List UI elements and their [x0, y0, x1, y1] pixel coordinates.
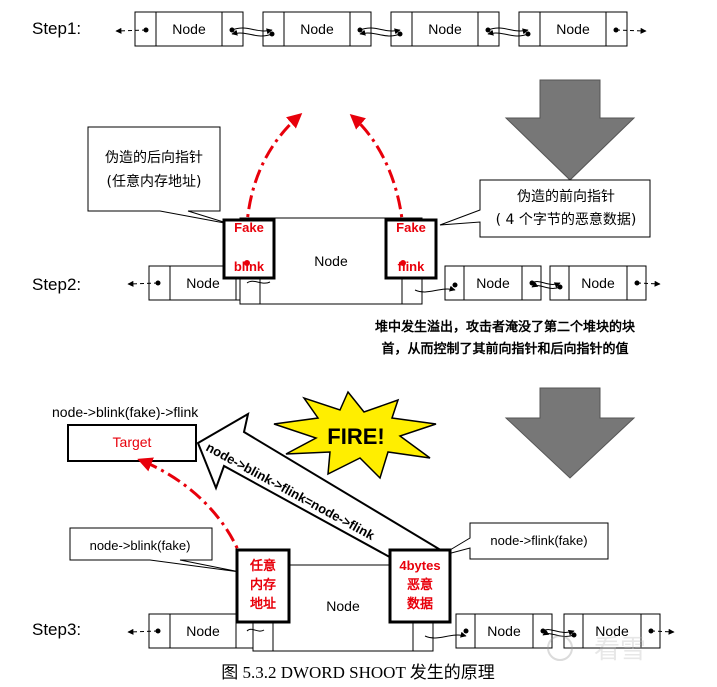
flink-pointer-arrow — [650, 628, 675, 635]
flink-pointer-arrow — [615, 27, 647, 34]
node-box: Node — [518, 11, 628, 47]
target-label: Target — [113, 434, 152, 450]
blink-pointer-arrow — [127, 628, 159, 635]
callout-text: 伪造的前向指针 — [517, 188, 615, 205]
node-label: Node — [487, 623, 521, 639]
callout-text: node->blink(fake) — [90, 538, 191, 553]
step3-label: Step3: — [32, 620, 81, 639]
node-box: Node — [148, 265, 258, 301]
node-label: Node — [556, 21, 590, 37]
blink-box-text: 地址 — [250, 596, 276, 612]
node-label: Node — [186, 623, 220, 639]
callout-text: node->flink(fake) — [490, 533, 587, 548]
top-formula: node->blink(fake)->flink — [52, 404, 199, 420]
pointer-arrow — [246, 280, 271, 284]
node-label: Node — [300, 21, 334, 37]
step2-linked-list: Node Node Fake blink Fake flink Node — [127, 217, 661, 305]
blink-pointer-arrow — [127, 280, 159, 287]
overflow-note: 首，从而控制了其前向指针和后向指针的值 — [381, 341, 628, 357]
blink-pointer-arrow — [487, 29, 529, 37]
blink-pointer-arrow — [115, 27, 147, 34]
fire-label: FIRE! — [327, 424, 384, 449]
node-label: Node — [428, 21, 462, 37]
watermark-text: 看雪 — [594, 635, 646, 665]
blink-pointer-arrow — [542, 629, 575, 637]
node-box: Node — [134, 11, 244, 47]
fake-blink-text: blink — [234, 259, 265, 274]
node-box: Node — [549, 265, 647, 301]
flink-box-text: 数据 — [407, 596, 433, 612]
step3-linked-list: Node Node 任意 内存 地址 4bytes 恶意 数据 Node — [127, 548, 675, 652]
node-label: Node — [172, 21, 206, 37]
flink-pointer-arrow — [231, 27, 273, 35]
blink-box-text: 任意 — [249, 558, 276, 574]
down-arrow-icon — [504, 387, 636, 479]
step2-label: Step2: — [32, 275, 81, 294]
node-box: Node — [455, 613, 553, 649]
flink-box-text: 4bytes — [399, 558, 440, 573]
callout-text: (任意内存地址) — [107, 173, 202, 190]
malicious-data-box: 4bytes 恶意 数据 — [388, 548, 452, 624]
callout-fake-flink: 伪造的前向指针 ( 4 个字节的恶意数据) — [439, 179, 651, 238]
arbitrary-address-box: 任意 内存 地址 — [235, 548, 291, 624]
fake-flink-text: Fake — [396, 220, 426, 235]
pointer-arrow — [246, 628, 265, 632]
overflow-note: 堆中发生溢出，攻击者淹没了第二个堆块的块 — [375, 319, 636, 335]
pointer-arrow — [414, 285, 456, 293]
fire-starburst: FIRE! — [273, 390, 437, 480]
flink-box-text: 恶意 — [407, 577, 433, 593]
node-label: Node — [595, 623, 629, 639]
node-box: Node — [563, 613, 661, 649]
node-box: Node — [444, 265, 542, 301]
pointer-arrow — [424, 631, 467, 639]
fake-flink-box: Fake flink — [384, 218, 438, 280]
flink-pointer-arrow — [359, 27, 401, 35]
callout-node-flink: node->flink(fake) — [439, 522, 609, 560]
down-arrow-icon — [504, 79, 636, 181]
blink-box-text: 内存 — [250, 577, 276, 593]
node-label: Node — [186, 275, 220, 291]
flink-pointer-arrow — [487, 27, 529, 35]
node-label: Node — [326, 598, 360, 614]
node-label: Node — [476, 275, 510, 291]
fake-blink-box: Fake blink — [222, 218, 276, 280]
step1-linked-list: Node Node Node Node — [115, 11, 647, 47]
blink-pointer-arrow — [231, 29, 273, 37]
node-box: Node — [390, 11, 500, 47]
blink-pointer-arrow — [359, 29, 401, 37]
node-label: Node — [581, 275, 615, 291]
target-box: Target — [67, 424, 197, 462]
node-label: Node — [314, 253, 348, 269]
write-to-target-arrow — [137, 457, 246, 567]
fake-blink-text: Fake — [234, 220, 264, 235]
figure-caption: 图 5.3.2 DWORD SHOOT 发生的原理 — [221, 663, 495, 682]
node-box: Node — [262, 11, 372, 47]
callout-text: 伪造的后向指针 — [105, 150, 203, 166]
callout-node-blink: node->blink(fake) — [69, 527, 241, 573]
callout-text: ( 4 个字节的恶意数据) — [496, 211, 637, 228]
callout-fake-blink: 伪造的后向指针 (任意内存地址) — [87, 126, 231, 225]
flink-pointer-arrow — [636, 280, 661, 287]
step1-label: Step1: — [32, 19, 81, 38]
blink-pointer-arrow — [531, 281, 561, 289]
watermark-logo: 看雪 — [547, 635, 646, 665]
